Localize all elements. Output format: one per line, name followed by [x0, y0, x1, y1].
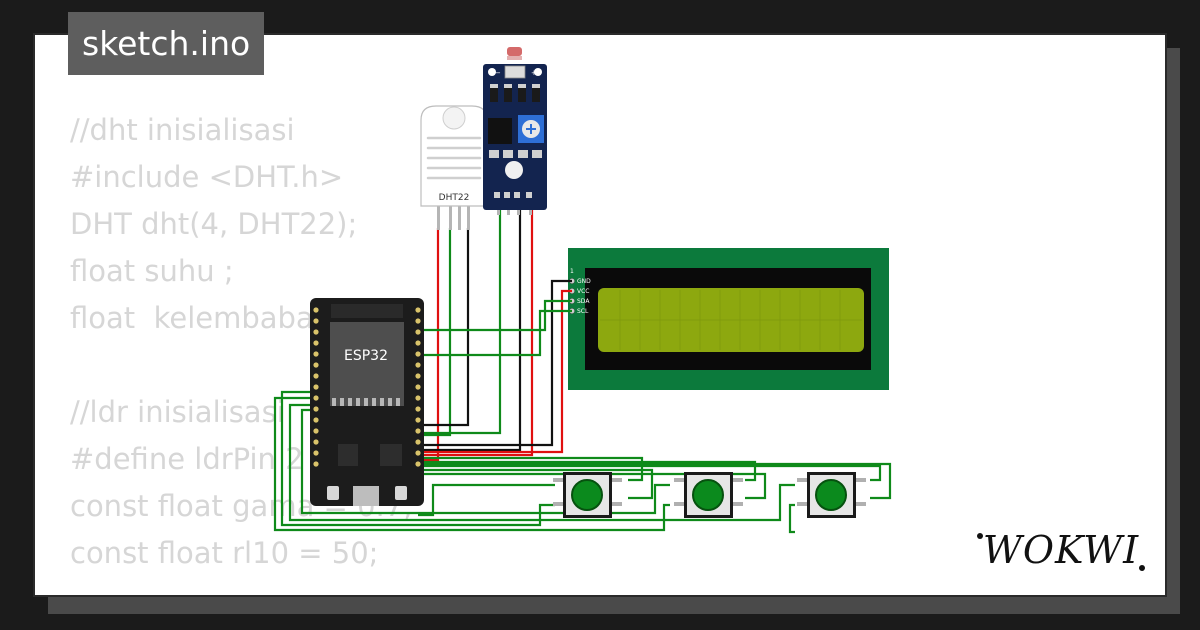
code-line: const float gama = 0.7; [70, 489, 413, 523]
push-button-3[interactable] [797, 472, 866, 518]
wire-button-2 [418, 460, 757, 482]
code-line: //dht inisialisasi [70, 113, 295, 147]
wire-button-gnd-3 [788, 503, 795, 534]
wire-button-gnd-2 [273, 396, 670, 532]
wire-button-3-left [288, 403, 795, 522]
lcd-pin-sda: SDA [577, 298, 590, 305]
lcd-display[interactable]: 1 GND VCC SDA SCL [568, 248, 889, 390]
code-line: //ldr inisialisasi [70, 395, 285, 429]
wire-lcd-vcc [418, 289, 572, 454]
wire-dht-vcc [418, 228, 440, 462]
push-button-1[interactable] [553, 472, 622, 518]
wire-button-2-left [300, 408, 670, 515]
wire-button-gnd-1 [280, 390, 555, 527]
file-tab[interactable]: sketch.ino [68, 12, 265, 75]
lcd-pin-scl: SCL [577, 308, 589, 315]
code-line: #define ldrPin 2 [70, 442, 304, 476]
svg-text:−: − [495, 69, 501, 77]
lcd-pin-gnd: GND [577, 278, 591, 285]
esp32-label: ESP32 [344, 348, 388, 364]
wire-ldr-vcc [418, 210, 534, 457]
ldr-module[interactable]: − + [483, 47, 547, 215]
wires [273, 210, 892, 534]
dht-label: DHT22 [439, 193, 470, 203]
code-line: const float rl10 = 50; [70, 536, 379, 570]
dht22-sensor[interactable]: DHT22 [420, 105, 488, 230]
code-line: DHT dht(4, DHT22); [70, 207, 358, 241]
wire-button-1b [418, 468, 654, 500]
wire-ldr-ao [418, 210, 502, 435]
svg-text:+: + [531, 69, 537, 77]
wire-button-3b [418, 462, 892, 500]
wokwi-logo-text: WOKWI [983, 528, 1139, 572]
svg-text:1: 1 [570, 268, 574, 275]
wire-button-1-left [418, 483, 555, 517]
code-line: #include <DHT.h> [70, 160, 344, 194]
lcd-pin-vcc: VCC [577, 288, 589, 295]
wire-dht-gnd [418, 228, 470, 427]
wire-lcd-scl [418, 309, 572, 357]
code-editor: //dht inisialisasi #include <DHT.h> DHT … [70, 107, 413, 577]
esp32-board[interactable]: ESP32 [310, 298, 424, 506]
wire-ldr-gnd [418, 210, 522, 452]
code-line: float suhu ; [70, 254, 234, 288]
wokwi-logo: WOKWI [977, 528, 1145, 572]
wire-lcd-gnd [418, 279, 572, 447]
push-button-2[interactable] [674, 472, 743, 518]
wire-button-3 [418, 464, 882, 482]
wire-dht-data [418, 228, 452, 437]
wire-lcd-sda [418, 299, 572, 332]
